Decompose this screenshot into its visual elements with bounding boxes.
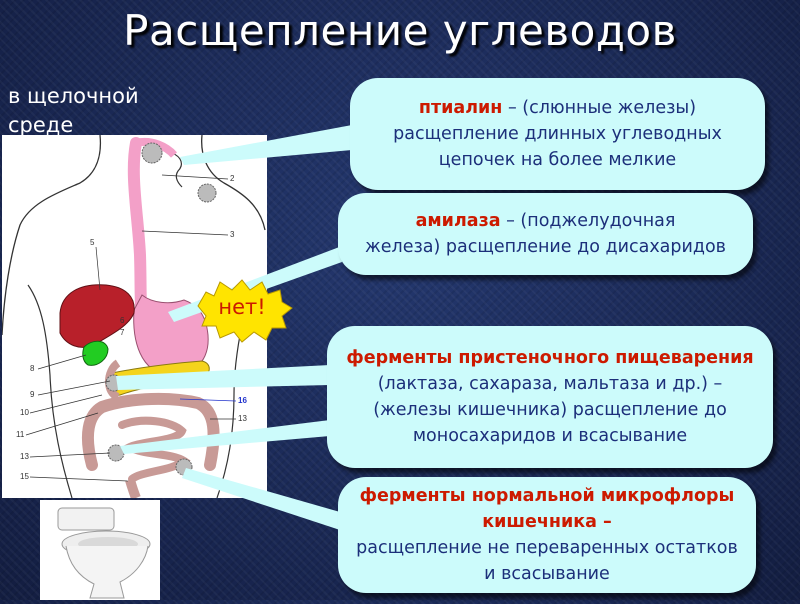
- ptyalin-source: – (слюнные железы): [502, 98, 697, 118]
- svg-text:9: 9: [30, 390, 35, 399]
- ptyalin-callout: птиалин – (слюнные железы) расщепление д…: [350, 78, 765, 190]
- svg-text:12: 12: [232, 378, 241, 387]
- microflora-term: ферменты нормальной микрофлоры кишечника…: [359, 486, 735, 532]
- amylase-source: – (поджелудочная: [500, 211, 676, 231]
- amylase-callout: амилаза – (поджелудочная железа) расщепл…: [338, 193, 753, 275]
- svg-text:16: 16: [238, 396, 247, 405]
- svg-text:15: 15: [20, 472, 29, 481]
- svg-text:3: 3: [230, 230, 235, 239]
- amylase-term: амилаза: [415, 211, 501, 231]
- ptyalin-line1: птиалин – (слюнные железы): [372, 95, 743, 121]
- parietal-text: ферменты пристеночного пищеварения (лакт…: [341, 345, 759, 449]
- amylase-description: железа) расщепление до дисахаридов: [364, 237, 726, 257]
- svg-text:14: 14: [238, 436, 247, 445]
- svg-text:10: 10: [20, 408, 29, 417]
- parietal-digestion-callout: ферменты пристеночного пищеварения (лакт…: [327, 326, 773, 468]
- svg-text:13: 13: [20, 452, 29, 461]
- toilet-illustration: [57, 507, 151, 599]
- ptyalin-description: расщепление длинных углеводных цепочек н…: [393, 124, 722, 170]
- parietal-term: ферменты пристеночного пищеварения: [346, 348, 754, 368]
- microflora-description: расщепление не переваренных остатков и в…: [356, 538, 738, 584]
- svg-text:11: 11: [16, 430, 25, 439]
- amylase-line1: амилаза – (поджелудочная: [358, 208, 733, 234]
- svg-text:2: 2: [230, 174, 235, 183]
- no-label: нет!: [218, 295, 266, 319]
- ptyalin-term: птиалин: [418, 98, 503, 118]
- toilet-image: [40, 500, 160, 600]
- svg-text:5: 5: [90, 238, 95, 247]
- slide-title: Расщепление углеводов: [123, 6, 677, 55]
- parietal-description: (лактаза, сахараза, мальтаза и др.) – (ж…: [373, 374, 727, 446]
- microflora-callout: ферменты нормальной микрофлоры кишечника…: [338, 477, 756, 593]
- svg-text:7: 7: [120, 328, 125, 337]
- svg-text:6: 6: [120, 316, 125, 325]
- svg-text:8: 8: [30, 364, 35, 373]
- alkaline-environment-label: в щелочной среде: [8, 84, 139, 137]
- svg-text:13: 13: [238, 414, 247, 423]
